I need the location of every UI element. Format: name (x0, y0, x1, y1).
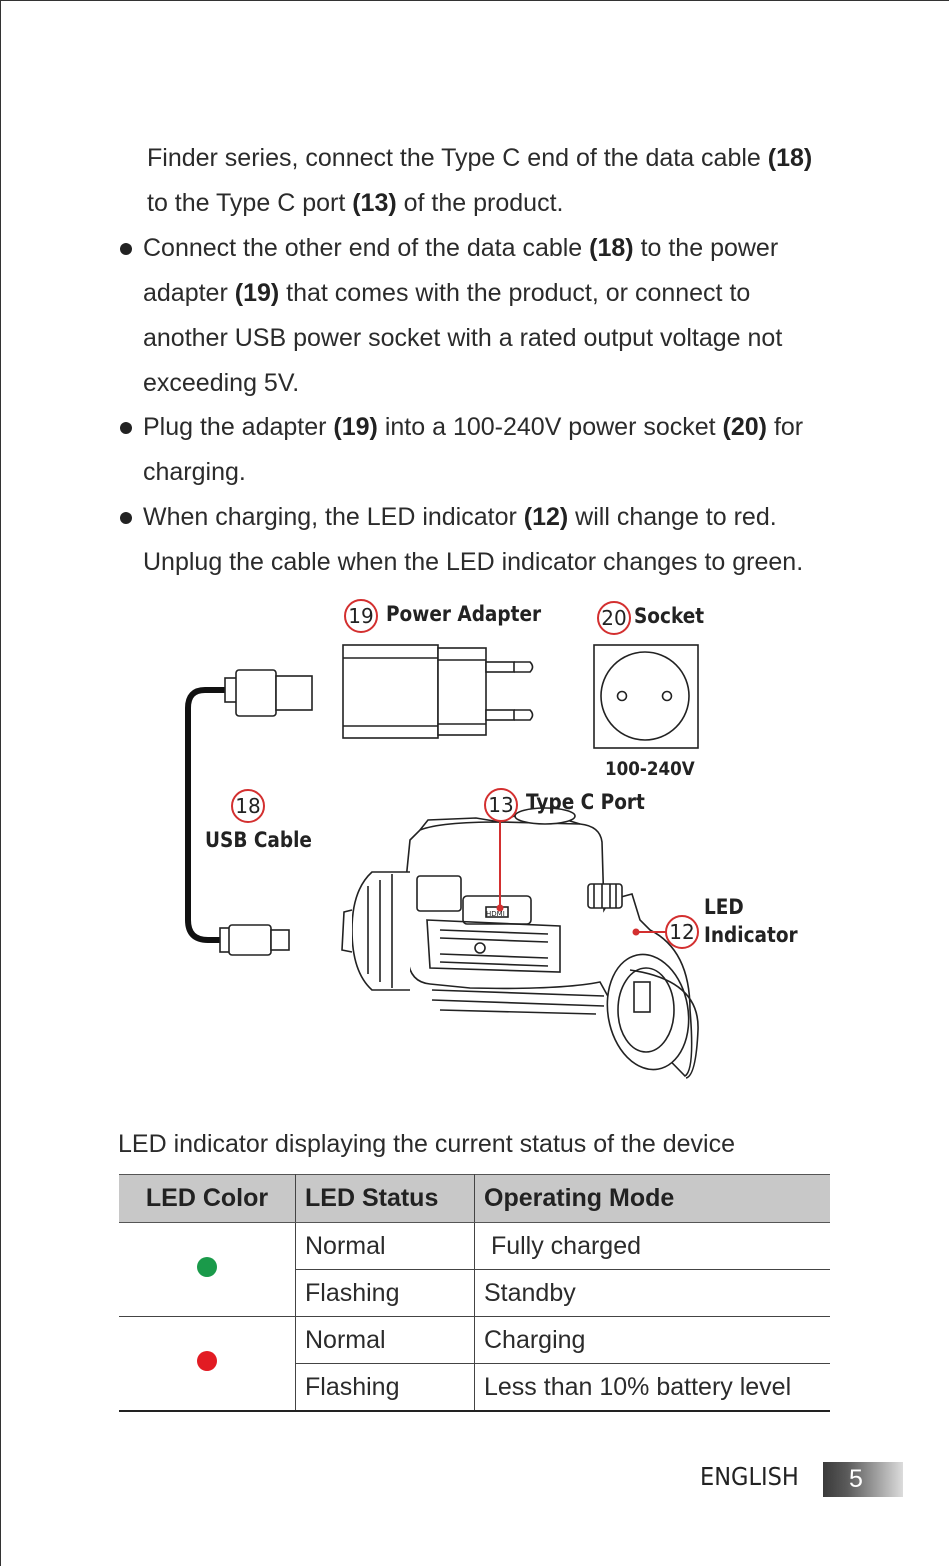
led-indicator-marker (632, 928, 640, 936)
led-color-cell-red (119, 1316, 296, 1412)
led-status-cell: Flashing (295, 1269, 475, 1317)
led-status-table: LED Color LED Status Operating Mode Norm… (119, 1174, 830, 1412)
operating-mode-cell: Fully charged (474, 1222, 830, 1270)
callout-power-adapter: Power Adapter (386, 602, 542, 626)
intro-line-1: Finder series, connect the Type C end of… (147, 144, 813, 172)
device-shape (341, 807, 699, 1079)
led-indicator-marker (496, 904, 504, 912)
ref-13: (13) (352, 189, 397, 217)
callout-13-badge: 13 (484, 788, 518, 822)
bullet-dot (120, 422, 132, 434)
callout-18-badge: 18 (231, 789, 265, 823)
intro-line-2: to the Type C port (13) of the product. (147, 189, 564, 217)
table-caption: LED indicator displaying the current sta… (118, 1130, 736, 1158)
callout-socket: Socket (634, 604, 705, 628)
charging-illustration (185, 644, 699, 1079)
table-row: Normal Charging (119, 1316, 830, 1412)
callout-led-line2: Indicator (704, 923, 798, 947)
footer-language: ENGLISH (700, 1462, 799, 1491)
power-adapter-shape (342, 644, 534, 739)
led-color-cell-green (119, 1222, 296, 1317)
usb-cable-wire (185, 687, 228, 943)
bullet-dot (120, 512, 132, 524)
table-row: Normal Fully charged (119, 1222, 830, 1317)
callout-type-c-port: Type C Port (526, 790, 645, 814)
green-led-dot (197, 1257, 217, 1277)
table-row: Flashing Less than 10% battery level (119, 1363, 830, 1412)
bullet-dot (120, 243, 132, 255)
led-status-cell: Normal (295, 1316, 475, 1364)
header-operating-mode: Operating Mode (474, 1174, 830, 1223)
operating-mode-cell: Less than 10% battery level (474, 1363, 830, 1412)
header-led-status: LED Status (295, 1174, 475, 1223)
table-row: Flashing Standby (119, 1269, 830, 1317)
table-header-row: LED Color LED Status Operating Mode (119, 1174, 830, 1223)
red-led-dot (197, 1351, 217, 1371)
bullet-item-led-charging: When charging, the LED indicator (12) wi… (118, 495, 838, 585)
charging-diagram: 19 Power Adapter 20 Socket 100-240V 18 U… (0, 590, 950, 1100)
callout-led-line1: LED (704, 895, 744, 919)
bullet-item-plug-adapter: Plug the adapter (19) into a 100-240V po… (118, 405, 838, 495)
bullet-item-connect-cable: Connect the other end of the data cable … (118, 226, 838, 406)
callout-20-badge: 20 (597, 601, 631, 635)
led-status-cell: Normal (295, 1222, 475, 1270)
header-led-color: LED Color (119, 1174, 296, 1223)
callout-usb-cable: USB Cable (205, 828, 312, 852)
callout-12-badge: 12 (665, 915, 699, 949)
socket-shape (593, 644, 699, 749)
ref-18: (18) (767, 144, 813, 172)
callout-19-badge: 19 (344, 599, 378, 633)
led-status-cell: Flashing (295, 1363, 475, 1412)
voltage-label: 100-240V (605, 758, 695, 780)
page-number: 5 (823, 1462, 903, 1497)
hdmi-port-label: HDMI (486, 910, 505, 918)
operating-mode-cell: Charging (474, 1316, 830, 1364)
operating-mode-cell: Standby (474, 1269, 830, 1317)
